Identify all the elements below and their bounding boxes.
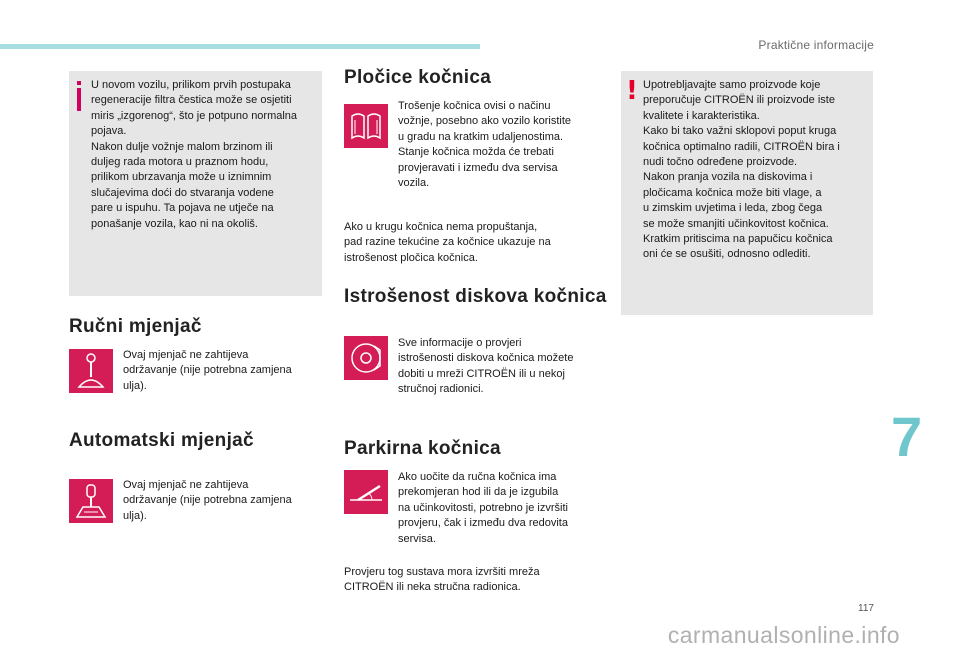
warning-box-text: Upotrebljavajte samo proizvode koje prep… — [643, 79, 840, 261]
parking-brake-text: Ako uočite da ručna kočnica ima prekomje… — [398, 471, 568, 545]
parking-brake-icon — [344, 470, 388, 514]
brake-pads-heading: Pločice kočnica — [344, 67, 492, 88]
brake-pads-text: Trošenje kočnica ovisi o načinu vožnje, … — [398, 100, 572, 190]
chapter-number: 7 — [891, 405, 923, 468]
header-accent-bar — [0, 44, 480, 49]
brake-pads-icon — [344, 104, 388, 148]
brake-discs-text: Sve informacije o provjeri istrošenosti … — [398, 337, 574, 396]
watermark: carmanualsonline.info — [667, 622, 900, 648]
page-number: 117 — [858, 603, 874, 614]
automatic-gearbox-heading: Automatski mjenjač — [69, 430, 254, 451]
parking-brake-note: Provjeru tog sustava mora izvršiti mreža… — [344, 566, 540, 594]
info-box-text: U novom vozilu, prilikom prvih postupaka… — [91, 79, 298, 230]
automatic-gear-icon — [69, 479, 113, 523]
warning-icon: ! — [626, 76, 638, 106]
warning-box — [621, 71, 873, 315]
section-title: Praktične informacije — [758, 38, 874, 52]
brake-disc-icon — [344, 336, 388, 380]
manual-gearbox-heading: Ručni mjenjač — [69, 316, 202, 337]
parking-brake-heading: Parkirna kočnica — [344, 438, 501, 459]
info-box — [69, 71, 322, 296]
automatic-gearbox-text: Ovaj mjenjač ne zahtijeva održavanje (ni… — [123, 479, 292, 522]
brake-pads-note: Ako u krugu kočnica nema propuštanja, pa… — [344, 221, 551, 264]
gear-shift-icon — [69, 349, 113, 393]
brake-discs-heading: Istrošenost diskova kočnica — [344, 286, 607, 307]
manual-gearbox-text: Ovaj mjenjač ne zahtijeva održavanje (ni… — [123, 349, 292, 392]
info-icon — [77, 81, 81, 111]
